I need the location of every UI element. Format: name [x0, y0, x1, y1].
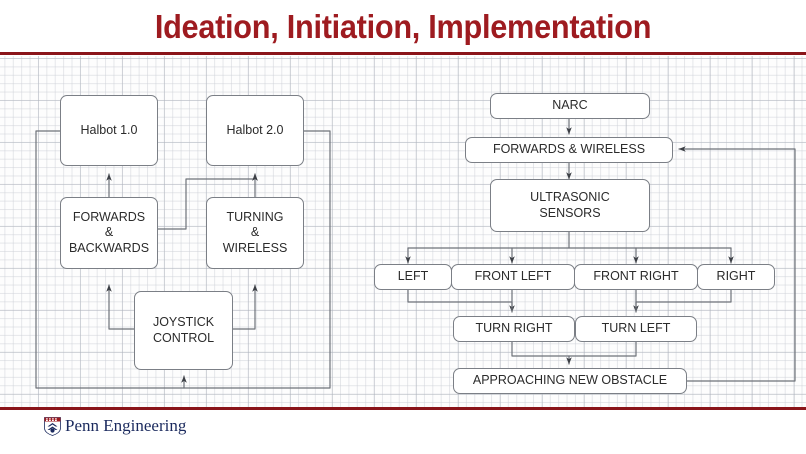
- node-left[interactable]: LEFT: [374, 264, 452, 290]
- footer-brand-text: Penn Engineering: [65, 416, 187, 435]
- node-turning-wireless[interactable]: TURNING & WIRELESS: [206, 197, 304, 269]
- node-turn-left[interactable]: TURN LEFT: [575, 316, 697, 342]
- footer-divider: [0, 407, 806, 410]
- node-front-left[interactable]: FRONT LEFT: [451, 264, 575, 290]
- node-halbot1[interactable]: Halbot 1.0: [60, 95, 158, 166]
- node-narc[interactable]: NARC: [490, 93, 650, 119]
- page-title: Ideation, Initiation, Implementation: [154, 8, 652, 45]
- node-joystick-control[interactable]: JOYSTICK CONTROL: [134, 291, 233, 370]
- penn-shield-icon: [44, 416, 61, 436]
- node-halbot2[interactable]: Halbot 2.0: [206, 95, 304, 166]
- node-turn-right[interactable]: TURN RIGHT: [453, 316, 575, 342]
- node-approaching-new-obstacle[interactable]: APPROACHING NEW OBSTACLE: [453, 368, 687, 394]
- node-front-right[interactable]: FRONT RIGHT: [574, 264, 698, 290]
- footer-logo: Penn Engineering: [44, 416, 186, 436]
- header-divider: [0, 52, 806, 55]
- node-ultrasonic-sensors[interactable]: ULTRASONIC SENSORS: [490, 179, 650, 232]
- node-forwards-wireless[interactable]: FORWARDS & WIRELESS: [465, 137, 673, 163]
- node-right[interactable]: RIGHT: [697, 264, 775, 290]
- node-forwards-backwards[interactable]: FORWARDS & BACKWARDS: [60, 197, 158, 269]
